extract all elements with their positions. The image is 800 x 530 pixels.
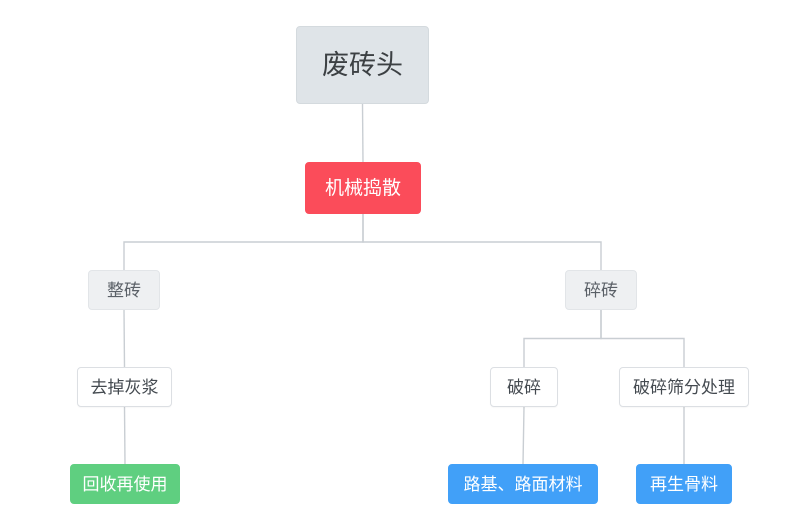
flow-node-root[interactable]: 废砖头 [296, 26, 429, 104]
flow-node-screen[interactable]: 破碎筛分处理 [619, 367, 749, 407]
flow-node-crush[interactable]: 机械捣散 [305, 162, 421, 214]
flow-node-smash[interactable]: 破碎 [490, 367, 558, 407]
flow-node-label: 废砖头 [322, 49, 403, 80]
flow-node-aggregate[interactable]: 再生骨料 [636, 464, 732, 504]
flow-node-label: 路基、路面材料 [463, 474, 583, 494]
flow-node-label: 碎砖 [584, 280, 618, 300]
connector-smash-to-roadbase [522, 406, 525, 465]
flow-node-label: 破碎筛分处理 [633, 377, 735, 397]
flow-node-broken[interactable]: 碎砖 [565, 270, 637, 310]
flow-node-label: 回收再使用 [82, 474, 168, 494]
flow-node-label: 再生骨料 [650, 474, 718, 494]
flow-node-reuse[interactable]: 回收再使用 [70, 464, 180, 504]
flow-node-roadbase[interactable]: 路基、路面材料 [448, 464, 598, 504]
flow-node-label: 破碎 [507, 377, 541, 397]
connector-broken-to-smash [523, 310, 602, 367]
connector-root-to-crush [361, 103, 364, 163]
connector-crush-to-whole [123, 214, 364, 270]
flow-node-label: 机械捣散 [324, 177, 401, 199]
flow-node-mortar[interactable]: 去掉灰浆 [77, 367, 172, 407]
connector-broken-to-screen [600, 310, 685, 367]
flow-node-label: 整砖 [107, 280, 141, 300]
connector-crush-to-broken [362, 214, 602, 270]
flow-node-label: 去掉灰浆 [90, 377, 159, 397]
connector-whole-to-mortar [123, 309, 126, 368]
flow-node-whole[interactable]: 整砖 [88, 270, 160, 310]
connector-mortar-to-reuse [123, 406, 126, 465]
